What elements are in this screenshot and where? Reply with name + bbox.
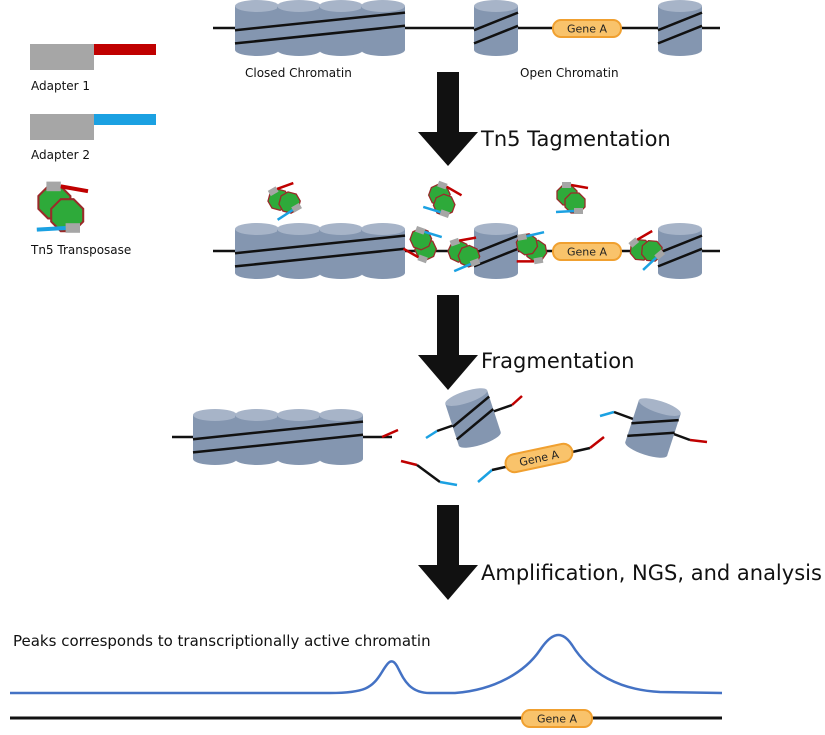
nucleosome: [445, 388, 501, 448]
transposase-free-2: [421, 177, 465, 222]
adapter1-strand: [94, 44, 156, 55]
gene-a-row2: [552, 242, 622, 261]
gene-a-row1: [552, 19, 622, 38]
closed-chromatin-label: Closed Chromatin: [245, 66, 352, 80]
fragment-gene: Gene A: [477, 436, 605, 483]
row2-chromatin: [234, 223, 703, 279]
nucleosome: [277, 409, 321, 465]
gene-a-row2-label: Gene A: [567, 246, 608, 259]
step-amplification: Amplification, NGS, and analysis: [481, 561, 822, 585]
fragment-small: [400, 459, 458, 487]
adapter1-body: [30, 44, 94, 70]
transposase-label: Tn5 Transposase: [31, 243, 132, 257]
adapter2-label: Adapter 2: [31, 148, 91, 162]
adapter1-label: Adapter 1: [31, 79, 91, 93]
nucleosome: [625, 398, 681, 458]
nucleosome: [658, 223, 702, 279]
peaks-caption: Peaks corresponds to transcriptionally a…: [13, 632, 431, 650]
fragment-right-nucleosome: [599, 398, 708, 458]
transposase-bound-3: [510, 228, 551, 269]
arrow-3: [418, 505, 478, 600]
nucleosome: [235, 409, 279, 465]
arrow-2: [418, 295, 478, 390]
nucleosome: [319, 0, 363, 56]
step-tagmentation: Tn5 Tagmentation: [481, 127, 671, 151]
fragment-tilted-nucleosome: [425, 388, 523, 448]
nucleosome: [277, 0, 321, 56]
adapter2-body: [30, 114, 94, 140]
transposase-legend-icon: [37, 182, 88, 233]
step-fragmentation: Fragmentation: [481, 349, 635, 373]
gene-a-row1-label: Gene A: [567, 23, 608, 36]
transposase-free-1: [261, 176, 308, 223]
peak-signal-trace: [10, 633, 723, 695]
gene-a-row3: [504, 442, 574, 474]
row1-chromatin: [234, 0, 703, 56]
open-chromatin-label: Open Chromatin: [520, 66, 619, 80]
nucleosome: [277, 223, 321, 279]
arrow-1: [418, 72, 478, 166]
transposase-bound-1: [400, 222, 444, 267]
fragment-closed: [172, 409, 399, 465]
gene-a-baseline: [521, 709, 593, 728]
nucleosome: [319, 409, 363, 465]
transposase-free-3: [554, 180, 590, 216]
nucleosome: [319, 223, 363, 279]
gene-a-baseline-label: Gene A: [537, 713, 578, 726]
adapter2-strand: [94, 114, 156, 125]
